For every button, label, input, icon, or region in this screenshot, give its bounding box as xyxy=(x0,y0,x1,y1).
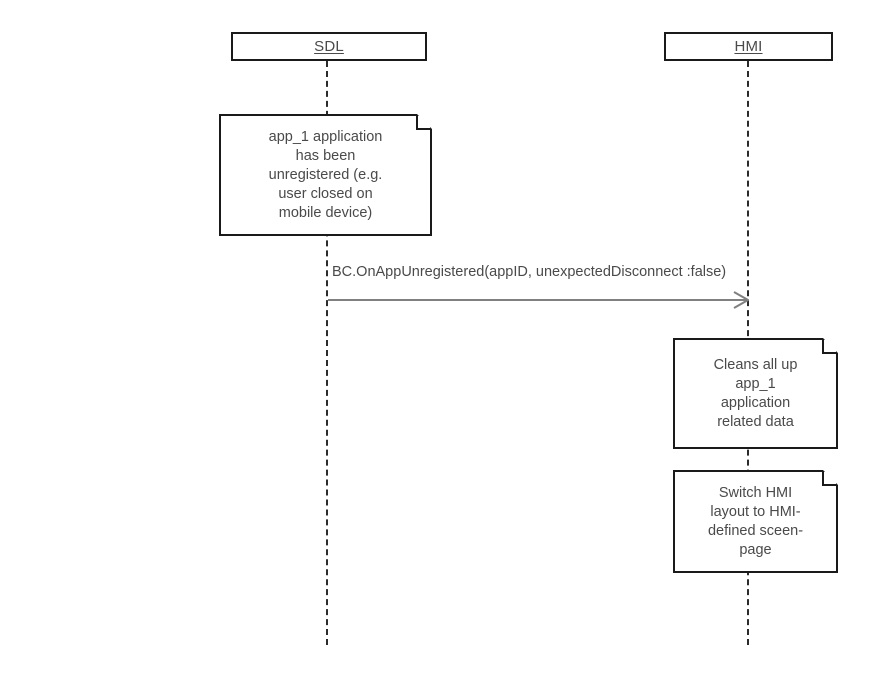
participant-sdl-label: SDL xyxy=(314,38,344,55)
participant-hmi-label: HMI xyxy=(734,38,763,55)
note-cleans-data-text: Cleans all up app_1 application related … xyxy=(713,356,798,430)
note-body xyxy=(673,470,838,573)
participant-hmi[interactable]: HMI xyxy=(664,32,833,61)
note-app-unregistered[interactable]: app_1 application has been unregistered … xyxy=(219,114,432,236)
note-body xyxy=(673,338,838,449)
note-body xyxy=(219,114,432,236)
message-on-app-unregistered-label: BC.OnAppUnregistered(appID, unexpectedDi… xyxy=(332,264,727,280)
arrowhead-icon xyxy=(733,291,749,309)
note-cleans-data[interactable]: Cleans all up app_1 application related … xyxy=(673,338,838,449)
note-switch-layout-text: Switch HMI layout to HMI- defined sceen-… xyxy=(707,484,804,558)
message-line xyxy=(328,299,748,301)
note-app-unregistered-text: app_1 application has been unregistered … xyxy=(268,128,383,221)
participant-sdl[interactable]: SDL xyxy=(231,32,427,61)
lifeline-sdl xyxy=(326,61,328,645)
note-switch-layout[interactable]: Switch HMI layout to HMI- defined sceen-… xyxy=(673,470,838,573)
